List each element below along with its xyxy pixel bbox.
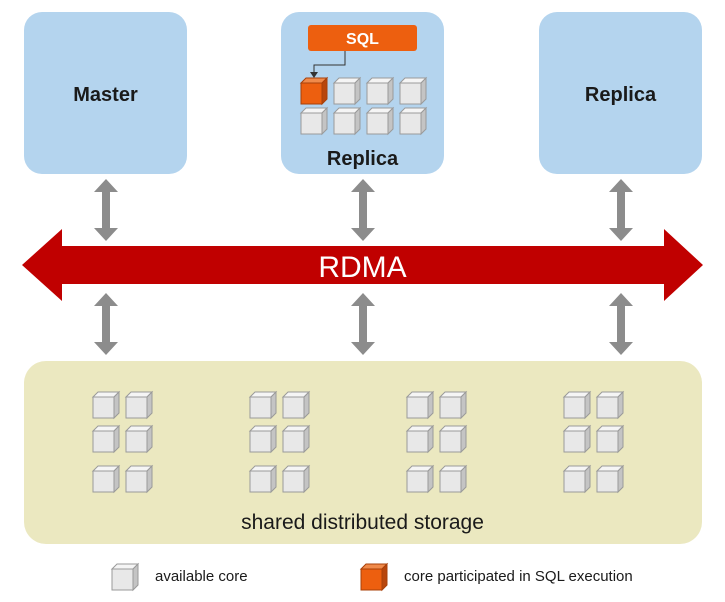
master-label: Master bbox=[73, 84, 138, 106]
sql-connector-arrowhead bbox=[310, 72, 318, 78]
core-available bbox=[399, 77, 427, 105]
rdma-bar bbox=[22, 229, 703, 301]
rdma-storage-arrow-2 bbox=[351, 293, 375, 355]
storage-core-cluster-1 bbox=[125, 391, 153, 419]
storage-core-cluster-3 bbox=[439, 425, 467, 453]
storage-core-cluster-1 bbox=[92, 465, 120, 493]
storage-core-cluster-4 bbox=[563, 465, 591, 493]
shared-storage bbox=[24, 361, 702, 544]
core-available bbox=[300, 107, 328, 135]
storage-core-cluster-4 bbox=[563, 391, 591, 419]
storage-core-cluster-2 bbox=[282, 391, 310, 419]
legend-participated-icon bbox=[360, 563, 388, 591]
storage-core-cluster-1 bbox=[125, 465, 153, 493]
core-available bbox=[333, 107, 361, 135]
legend-available-label: available core bbox=[155, 568, 248, 585]
replica-center-rdma-arrow bbox=[351, 179, 375, 241]
replica-right-label: Replica bbox=[585, 84, 657, 106]
storage-core-cluster-2 bbox=[249, 465, 277, 493]
storage-core-cluster-3 bbox=[406, 391, 434, 419]
core-available bbox=[366, 77, 394, 105]
storage-core-cluster-3 bbox=[439, 465, 467, 493]
core-available bbox=[366, 107, 394, 135]
rdma-label: RDMA bbox=[318, 251, 406, 284]
storage-core-cluster-2 bbox=[249, 391, 277, 419]
storage-core-cluster-4 bbox=[596, 465, 624, 493]
master-node bbox=[24, 12, 187, 174]
rdma-storage-arrow-1 bbox=[94, 293, 118, 355]
storage-core-cluster-1 bbox=[92, 425, 120, 453]
rdma-storage-arrow-3 bbox=[609, 293, 633, 355]
replica-right-node bbox=[539, 12, 702, 174]
storage-core-cluster-2 bbox=[249, 425, 277, 453]
storage-core-cluster-2 bbox=[282, 425, 310, 453]
storage-core-cluster-3 bbox=[406, 425, 434, 453]
storage-core-cluster-4 bbox=[563, 425, 591, 453]
storage-core-cluster-4 bbox=[596, 425, 624, 453]
replica-right-rdma-arrow bbox=[609, 179, 633, 241]
legend-participated-label: core participated in SQL execution bbox=[404, 568, 633, 585]
replica-center-label: Replica bbox=[327, 148, 399, 170]
storage-label: shared distributed storage bbox=[241, 511, 484, 534]
storage-core-cluster-3 bbox=[439, 391, 467, 419]
legend-available-icon bbox=[111, 563, 139, 591]
core-participated bbox=[300, 77, 328, 105]
core-available bbox=[399, 107, 427, 135]
master-rdma-arrow bbox=[94, 179, 118, 241]
storage-core-cluster-1 bbox=[125, 425, 153, 453]
core-available bbox=[333, 77, 361, 105]
storage-core-cluster-2 bbox=[282, 465, 310, 493]
sql-badge bbox=[308, 25, 417, 51]
sql-badge-label: SQL bbox=[346, 31, 379, 48]
storage-core-cluster-1 bbox=[92, 391, 120, 419]
sql-connector-line bbox=[313, 51, 346, 74]
storage-core-cluster-4 bbox=[596, 391, 624, 419]
storage-core-cluster-3 bbox=[406, 465, 434, 493]
